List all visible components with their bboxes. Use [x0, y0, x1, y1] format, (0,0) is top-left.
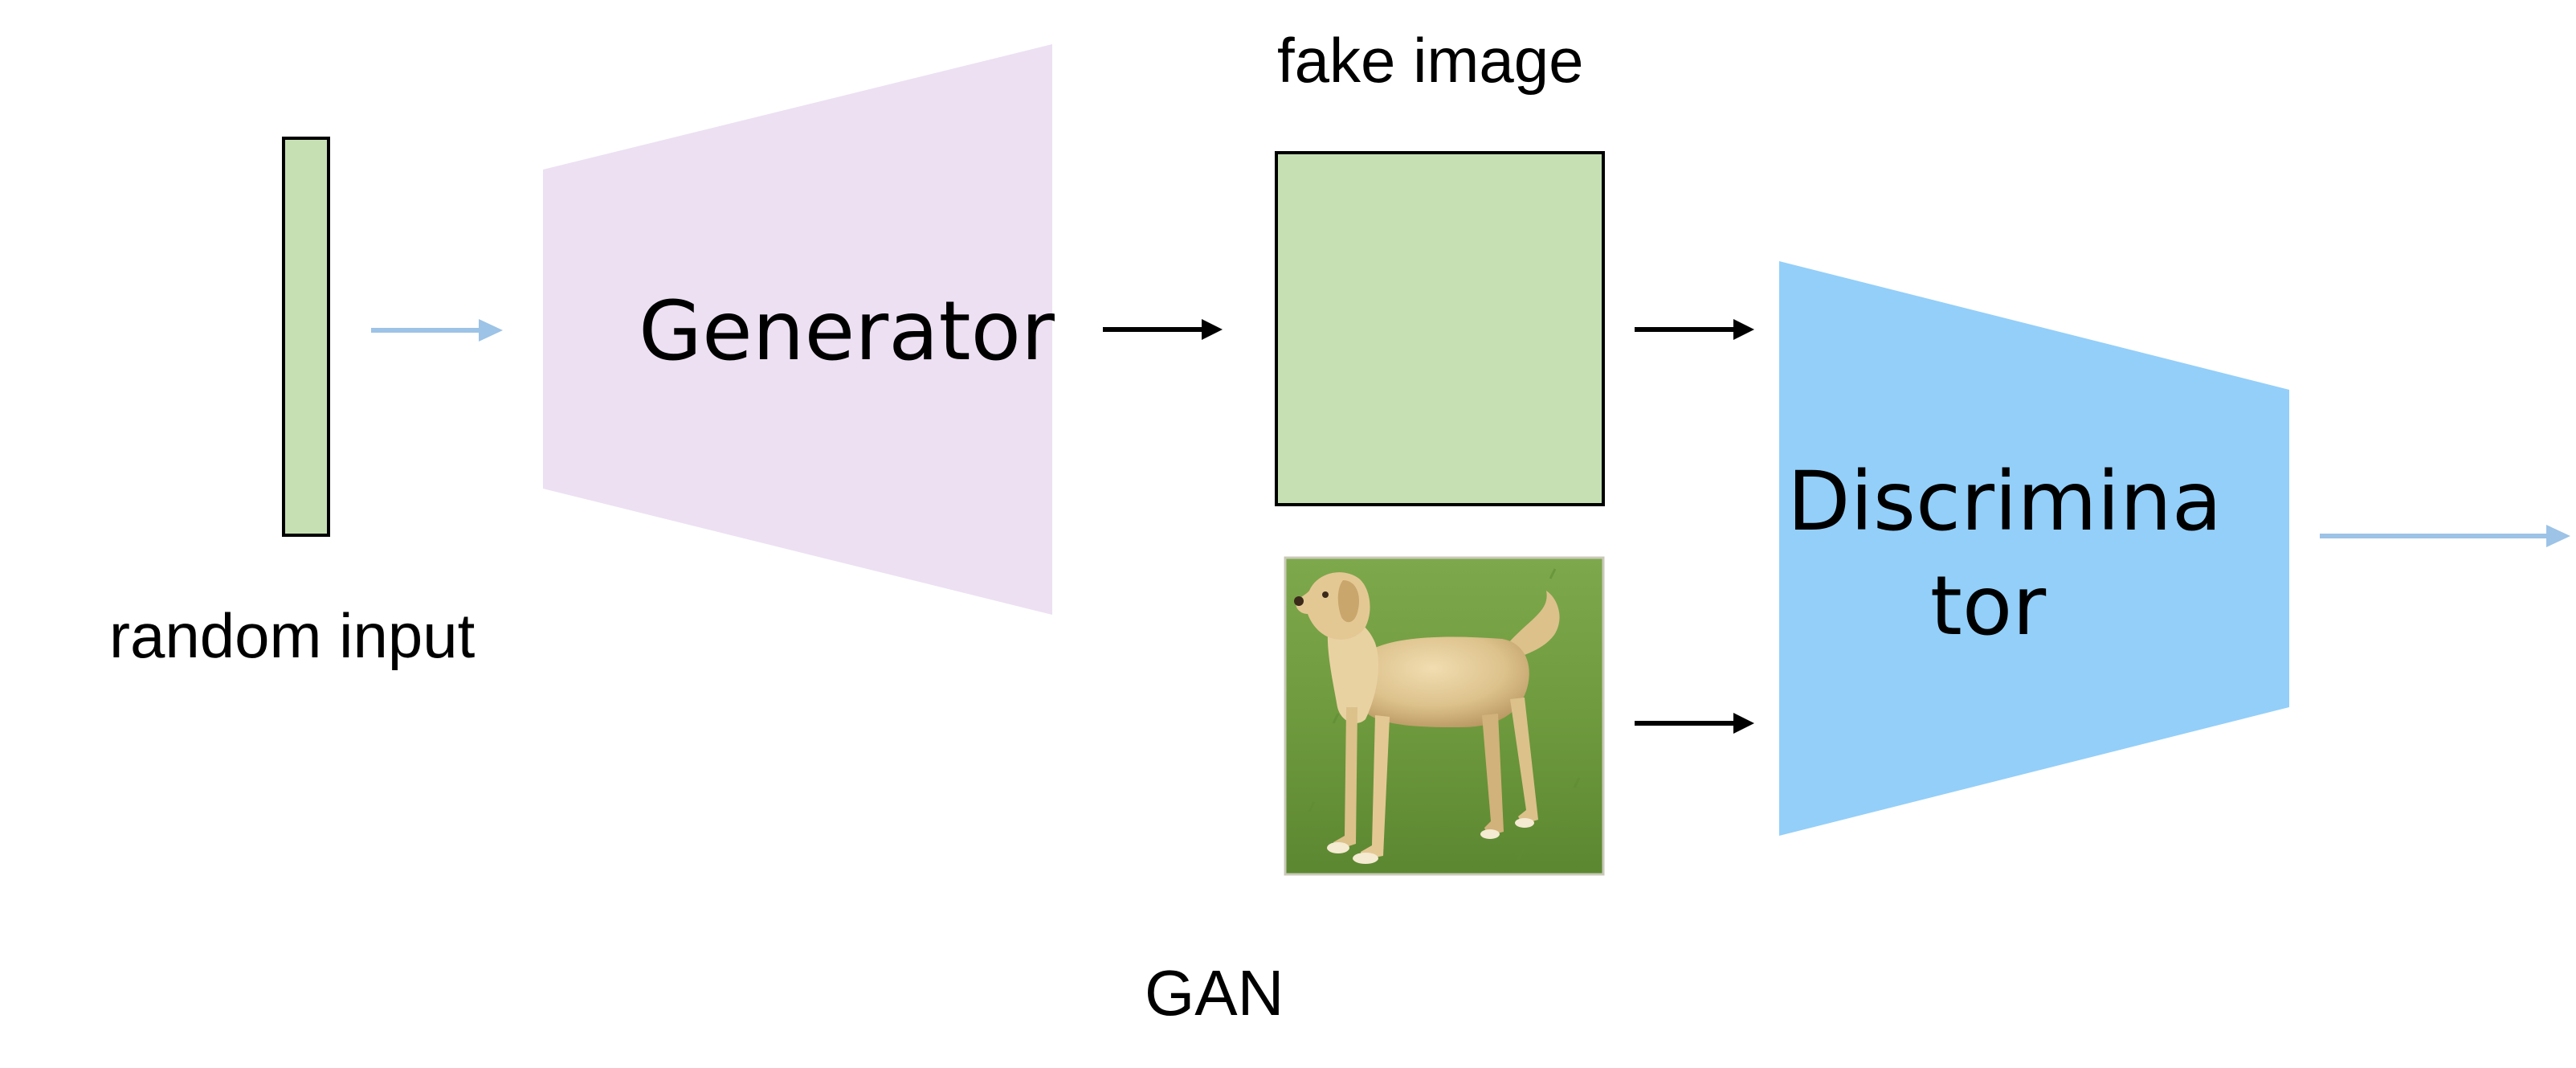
fake-image-box [1275, 151, 1605, 506]
discriminator-label: Discrimina tor [1787, 450, 2223, 658]
fake-image-label: fake image [1277, 25, 1584, 96]
input-to-generator-arrowhead [479, 319, 503, 342]
discriminator-label-line1: Discrimina [1787, 454, 2223, 550]
discriminator-block [1779, 261, 2289, 836]
random-input-vector [282, 137, 330, 537]
discriminator-label-line2: tor [1929, 558, 2047, 654]
real-to-discriminator-arrowhead [1733, 713, 1754, 734]
generator-block [543, 44, 1052, 615]
fake-to-discriminator-arrowhead [1733, 319, 1754, 340]
real-image-dog-photo [1284, 556, 1605, 876]
generator-to-fake-arrowhead [1202, 319, 1223, 340]
gan-caption: GAN [1145, 957, 1284, 1029]
generator-label: Generator [639, 284, 1055, 379]
discriminator-output-arrowhead [2546, 525, 2570, 547]
random-input-label: random input [109, 600, 476, 671]
